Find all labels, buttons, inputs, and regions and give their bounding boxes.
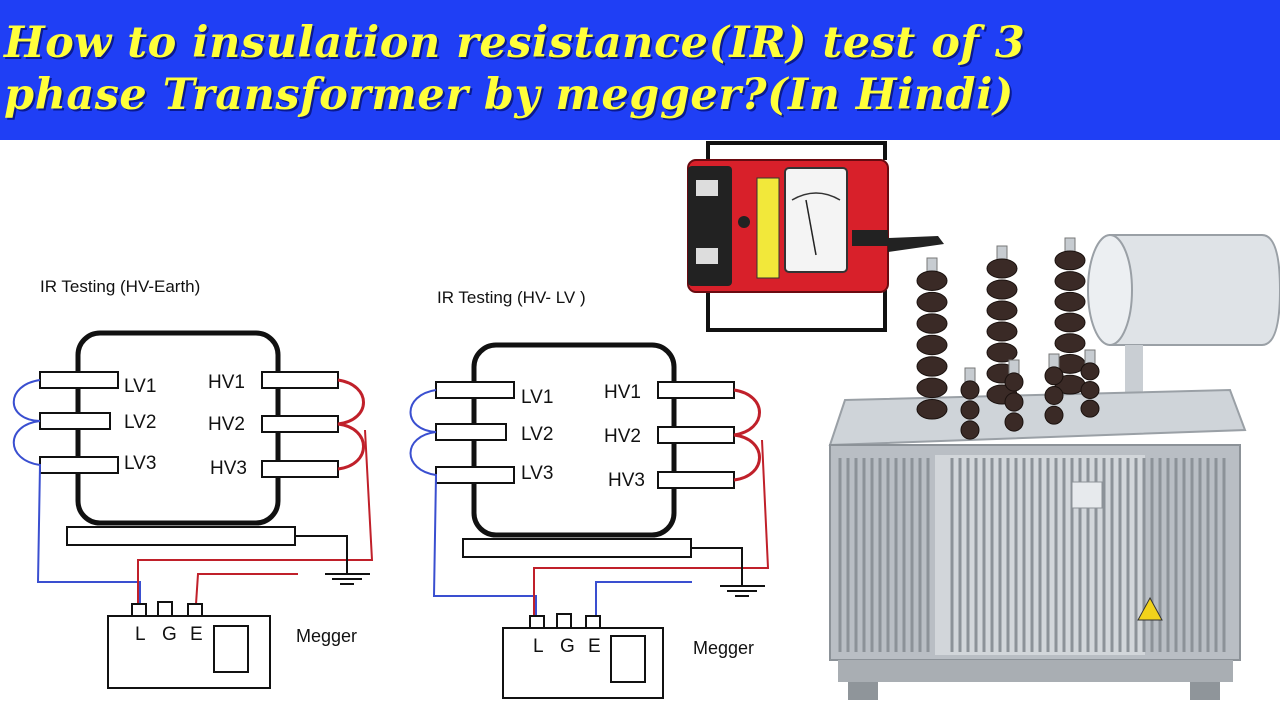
earth-symbol	[720, 585, 765, 597]
diagram-heading: IR Testing (HV- LV )	[437, 288, 586, 307]
video-title-line-1: How to insulation resistance(IR) test of…	[4, 18, 1026, 68]
terminal-hv3	[261, 460, 339, 478]
oil-transformer-illustration	[828, 234, 1280, 700]
megger-terminal-l	[529, 615, 545, 629]
bushing	[1044, 353, 1064, 425]
label-lv1: LV1	[521, 387, 553, 408]
terminal-lv2	[39, 412, 111, 430]
bushing	[916, 257, 948, 420]
bushing	[960, 367, 980, 440]
terminal-lv1	[39, 371, 119, 389]
label-lv2: LV2	[521, 424, 553, 445]
megger-instrument-illustration	[687, 141, 944, 332]
label-l: L	[135, 624, 146, 645]
label-g: G	[560, 636, 575, 657]
bushing	[986, 245, 1018, 405]
label-lv3: LV3	[521, 463, 553, 484]
megger-display	[213, 625, 249, 673]
terminal-hv2	[261, 415, 339, 433]
wire-earth	[295, 535, 348, 574]
megger-terminal-e	[585, 615, 601, 629]
megger-display	[610, 635, 646, 683]
terminal-hv3	[657, 471, 735, 489]
label-lv2: LV2	[124, 412, 156, 433]
label-lv3: LV3	[124, 453, 156, 474]
wire-hv-line	[137, 429, 374, 604]
wire-lv-lead	[595, 581, 692, 618]
wire-earth-lead	[195, 573, 298, 605]
wire-lv-short	[409, 389, 537, 618]
label-e: E	[588, 636, 601, 657]
wire-earth	[691, 547, 743, 586]
transformer-base	[66, 526, 296, 546]
label-hv2: HV2	[208, 414, 245, 435]
label-e: E	[190, 624, 203, 645]
terminal-lv2	[435, 423, 507, 441]
megger-terminal-g	[157, 601, 173, 617]
bushing	[1054, 237, 1086, 395]
label-l: L	[533, 636, 544, 657]
label-hv3: HV3	[608, 470, 645, 491]
terminal-lv3	[39, 456, 119, 474]
bushing	[1004, 359, 1024, 432]
diagram-heading: IR Testing (HV-Earth)	[40, 277, 200, 296]
diagram-hv-lv: IR Testing (HV- LV ) LV1 LV2 LV3 HV1 HV2…	[409, 288, 770, 699]
megger-label: Megger	[693, 638, 754, 658]
label-hv1: HV1	[208, 372, 245, 393]
wire-hv-short	[733, 388, 761, 482]
terminal-hv2	[657, 426, 735, 444]
terminal-lv3	[435, 466, 515, 484]
label-hv1: HV1	[604, 382, 641, 403]
transformer-base	[462, 538, 692, 558]
terminal-lv1	[435, 381, 515, 399]
terminal-hv1	[657, 381, 735, 399]
diagram-hv-earth: IR Testing (HV-Earth) LV1 LV2 LV3 HV1 HV…	[12, 277, 374, 689]
megger-terminal-e	[187, 603, 203, 617]
title-banner: How to insulation resistance(IR) test of…	[0, 0, 1280, 140]
earth-symbol	[325, 573, 370, 585]
video-title-line-2: phase Transformer by megger?(In Hindi)	[4, 70, 1014, 120]
wire-hv-short	[337, 378, 365, 471]
label-hv3: HV3	[210, 458, 247, 479]
megger-terminal-l	[131, 603, 147, 617]
label-g: G	[162, 624, 177, 645]
megger-label: Megger	[296, 626, 357, 646]
wire-hv-line	[533, 439, 770, 618]
megger-terminal-g	[556, 613, 572, 629]
label-hv2: HV2	[604, 426, 641, 447]
terminal-hv1	[261, 371, 339, 389]
wire-lv-short	[12, 379, 141, 604]
bushing	[1080, 349, 1100, 418]
label-lv1: LV1	[124, 376, 156, 397]
